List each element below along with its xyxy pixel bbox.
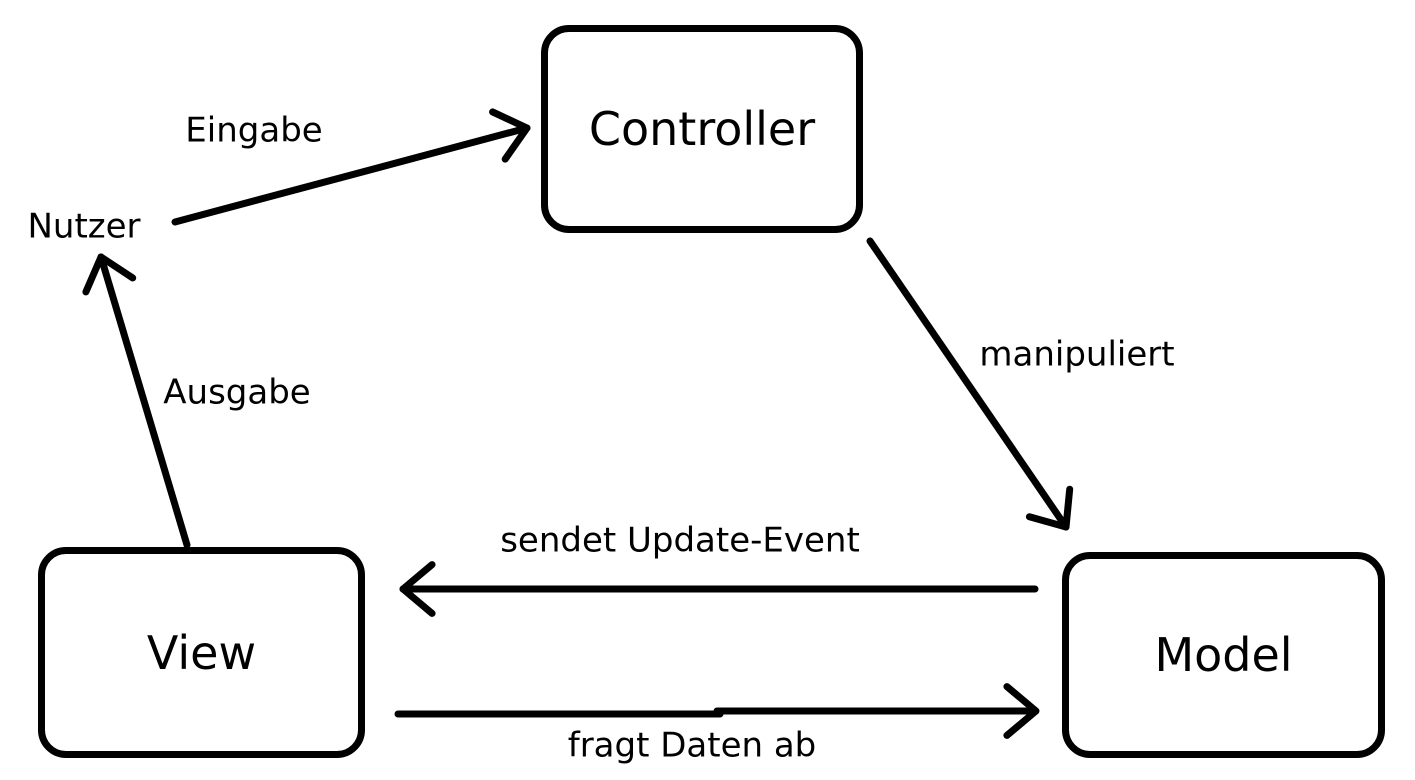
model-label: Model — [1154, 628, 1293, 682]
edge-eingabe-arrow — [171, 108, 531, 226]
edge-sendet-update-event-arrow — [399, 561, 1039, 617]
arrowhead-icon — [1025, 485, 1074, 531]
model-node: Model — [1062, 552, 1385, 758]
view-label: View — [146, 625, 257, 680]
manipuliert-edge-label: manipuliert — [979, 334, 1175, 375]
view-node: View — [38, 547, 365, 758]
controller-label: Controller — [588, 102, 816, 156]
arrowhead-icon — [1003, 683, 1040, 739]
fragt-daten-ab-edge-label: fragt Daten ab — [567, 725, 817, 766]
arrowhead-icon — [399, 561, 436, 617]
controller-node: Controller — [541, 25, 863, 233]
sendet-update-event-edge-label: sendet Update-Event — [500, 520, 860, 561]
arrowhead-icon — [489, 108, 531, 163]
ausgabe-edge-label: Ausgabe — [163, 372, 311, 413]
arrowhead-icon — [82, 253, 137, 296]
eingabe-edge-label: Eingabe — [185, 110, 323, 151]
nutzer-actor-label: Nutzer — [27, 206, 141, 247]
edge-ausgabe-arrow — [82, 253, 191, 549]
edge-fragt-daten-ab-arrow — [394, 683, 1040, 739]
edge-manipuliert-arrow — [866, 237, 1074, 531]
